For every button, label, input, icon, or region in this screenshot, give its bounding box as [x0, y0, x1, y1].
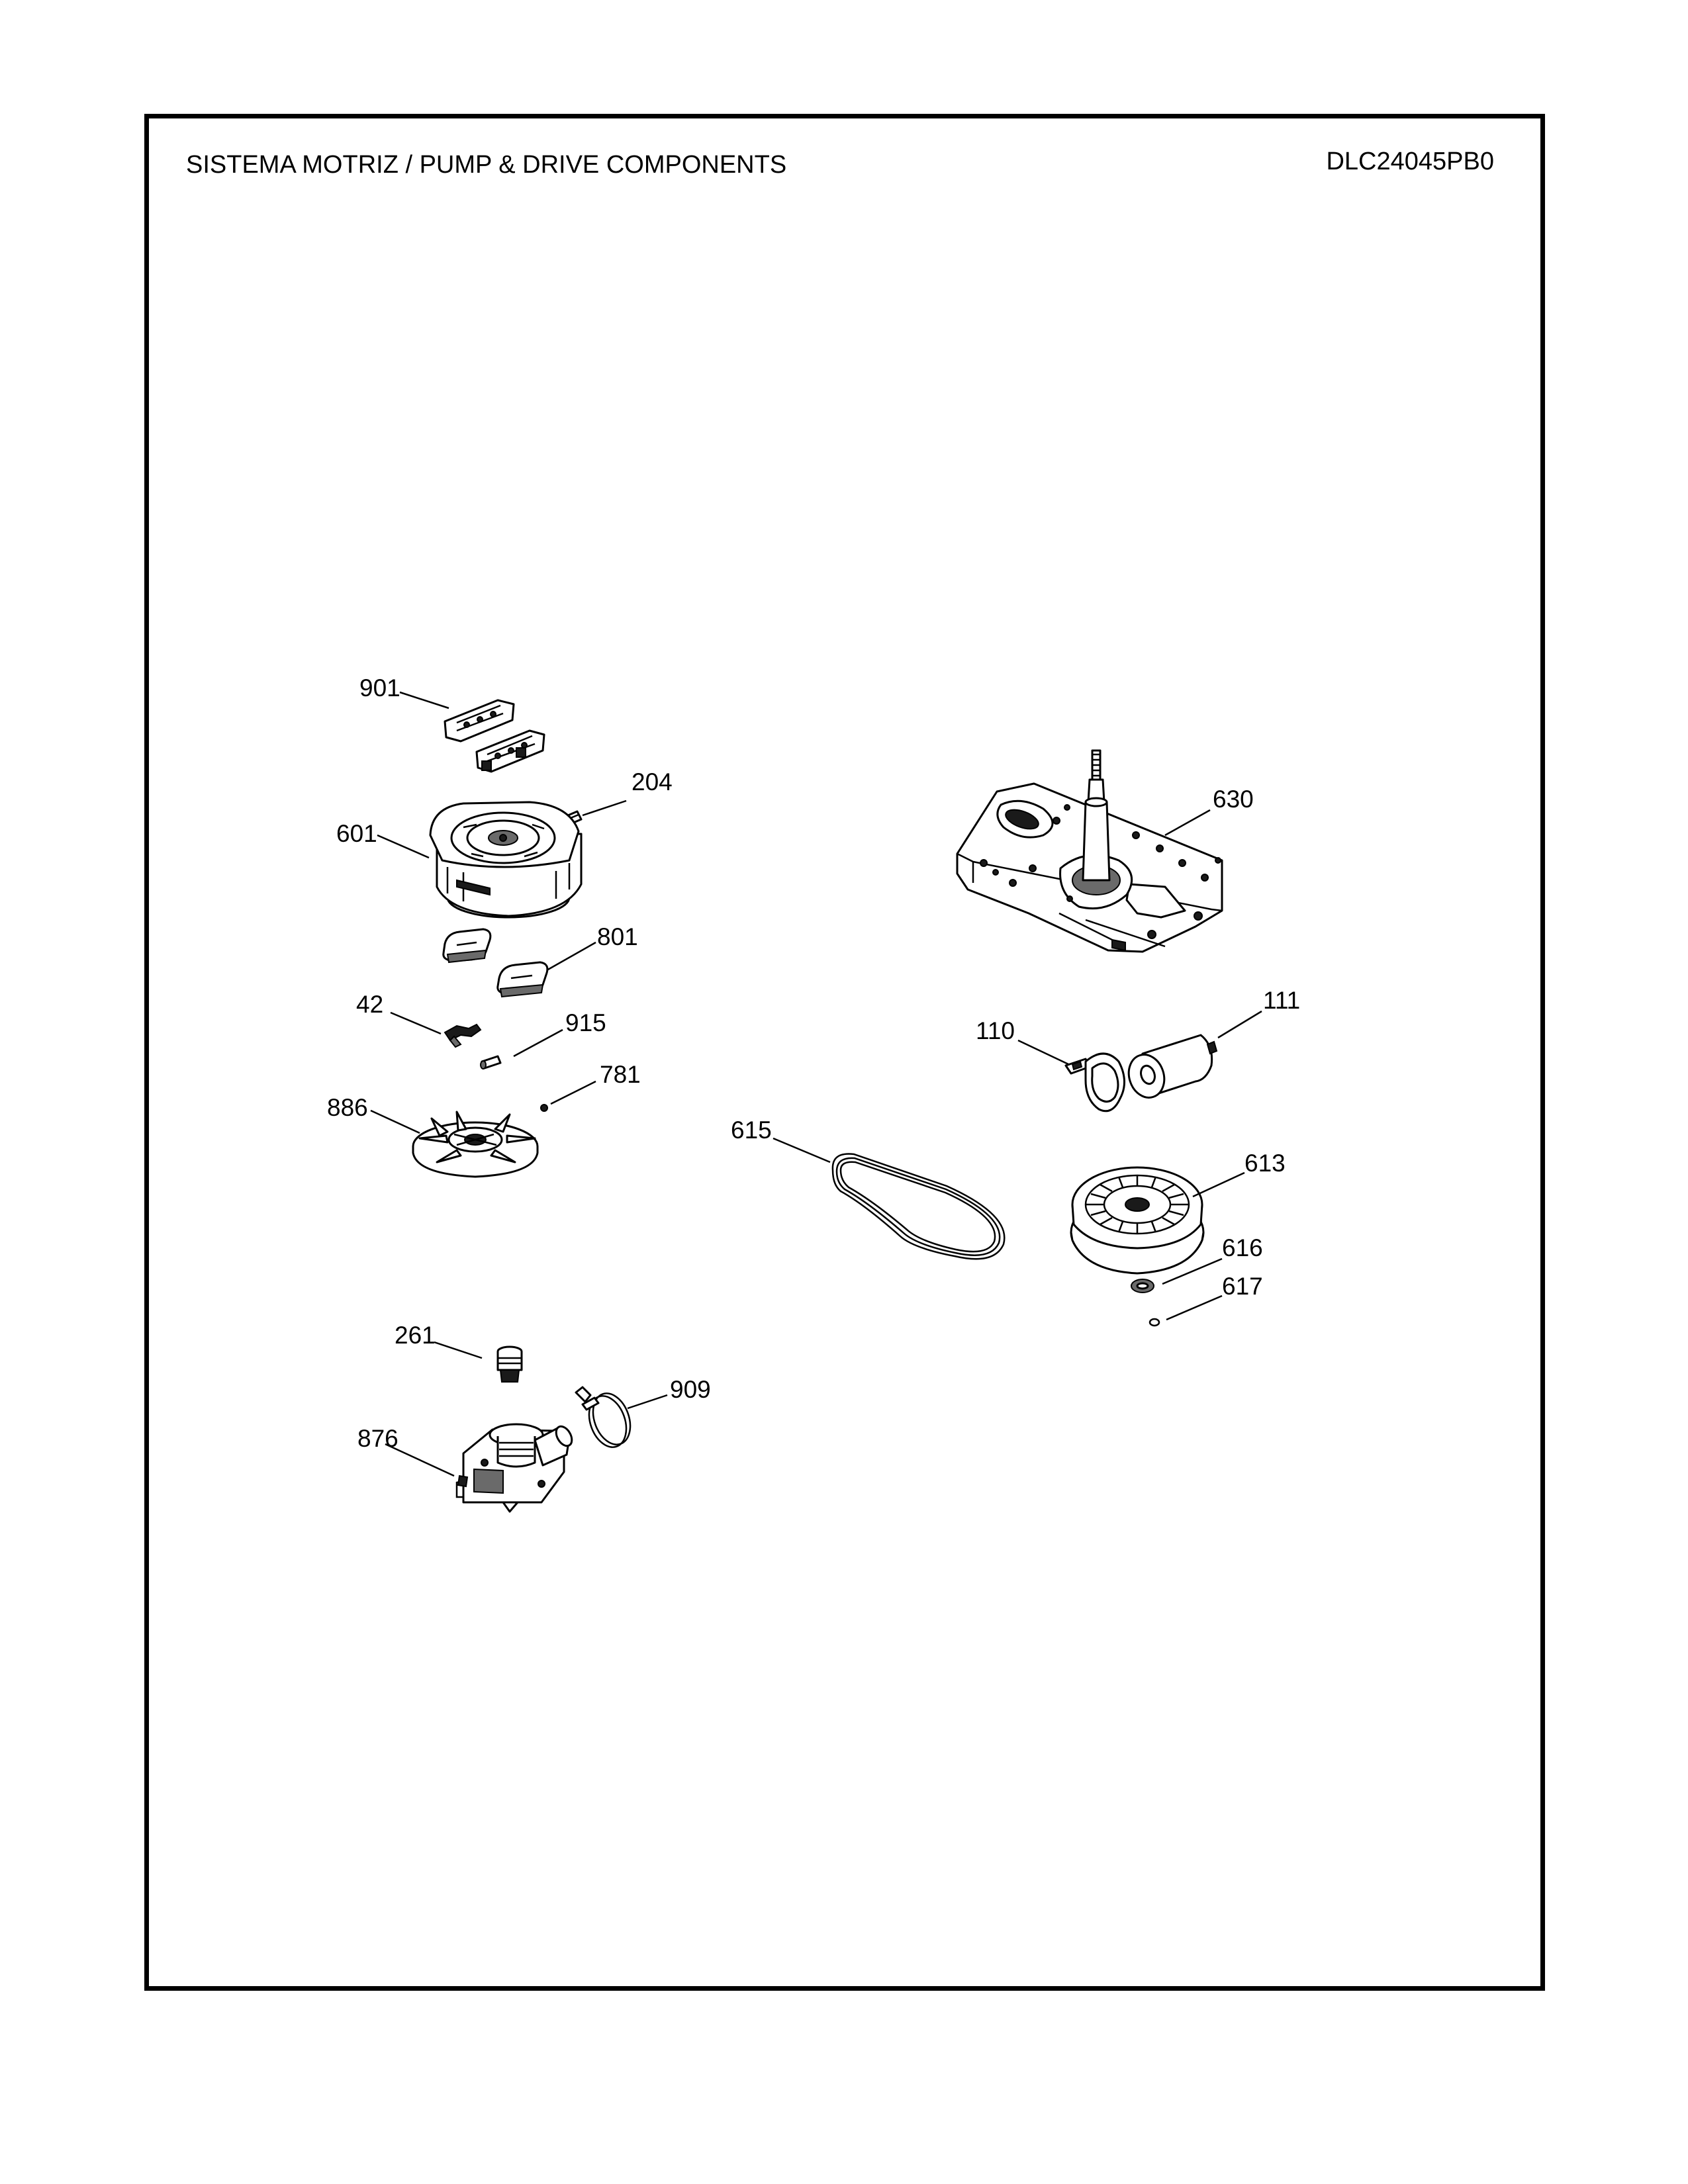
- part-781-nut: [540, 1104, 548, 1112]
- callout-111: 111: [1263, 987, 1300, 1014]
- callout-886: 886: [327, 1094, 368, 1121]
- part-909-hose-clamp: [575, 1386, 632, 1448]
- page-frame: [144, 114, 1545, 1991]
- callout-801: 801: [597, 923, 638, 950]
- callout-630: 630: [1213, 786, 1254, 813]
- part-617-o-ring: [1149, 1318, 1160, 1327]
- callout-42: 42: [356, 991, 383, 1018]
- callout-876: 876: [357, 1425, 399, 1452]
- part-915-pin: [480, 1055, 502, 1069]
- part-876-pump: [455, 1423, 573, 1513]
- part-886-pulley-fan: [412, 1111, 539, 1178]
- callout-labels: 901 204 601 801 42 915 781 886 261 876 9…: [327, 674, 1300, 1452]
- part-630-transmission-plate: [956, 749, 1223, 953]
- callout-261: 261: [395, 1322, 436, 1349]
- callout-909: 909: [670, 1376, 711, 1403]
- part-601-motor: [429, 801, 583, 919]
- callout-leader-lines: [370, 691, 1262, 1477]
- callout-781: 781: [600, 1061, 641, 1088]
- part-901-cover-pads: [444, 699, 545, 773]
- callout-204: 204: [632, 768, 673, 796]
- callout-613: 613: [1244, 1150, 1286, 1177]
- callout-617: 617: [1222, 1273, 1263, 1300]
- callout-616: 616: [1222, 1234, 1263, 1261]
- part-801-mount-pads: [442, 928, 549, 998]
- part-616-washer: [1131, 1279, 1154, 1293]
- part-111-capacitor: [1127, 1034, 1218, 1099]
- part-615-drive-belt: [831, 1153, 1006, 1260]
- callout-601: 601: [336, 820, 377, 847]
- part-613-transmission-pulley: [1070, 1166, 1205, 1275]
- part-110-capacitor-strap: [1064, 1052, 1125, 1113]
- diagram-title: SISTEMA MOTRIZ / PUMP & DRIVE COMPONENTS: [186, 151, 787, 179]
- part-261-pump-plug: [496, 1345, 523, 1383]
- model-number: DLC24045PB0: [1326, 148, 1494, 175]
- part-42-clip: [444, 1023, 482, 1048]
- callout-901: 901: [359, 674, 400, 702]
- callout-615: 615: [731, 1116, 772, 1144]
- callout-110: 110: [976, 1017, 1015, 1044]
- callout-915: 915: [565, 1009, 606, 1036]
